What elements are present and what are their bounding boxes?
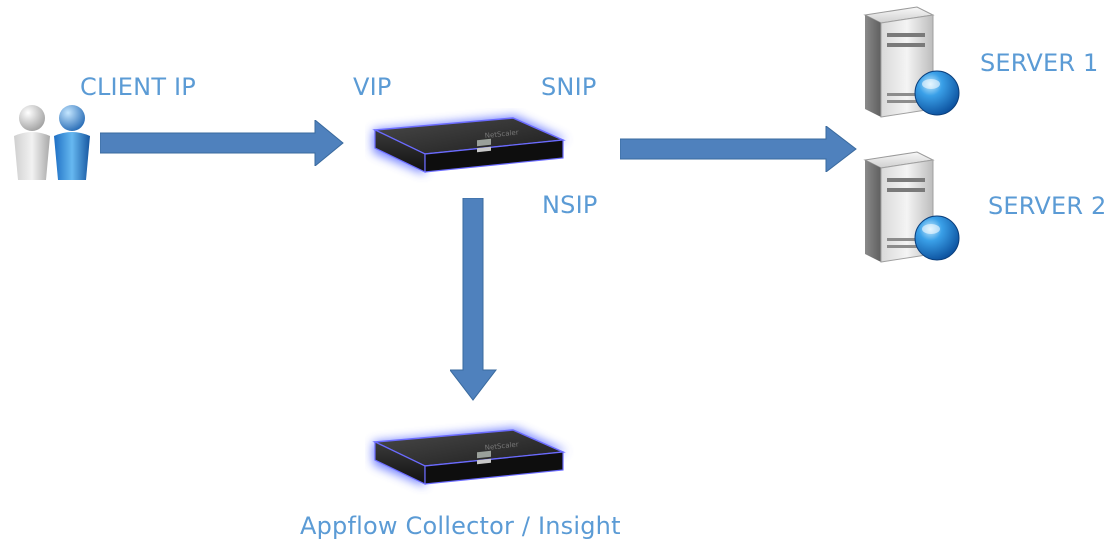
collector-appliance-icon [365,420,575,500]
users-icon [8,100,100,184]
server2-label: SERVER 2 [988,192,1107,220]
arrow-nsip-to-collector [450,198,498,401]
collector-label: Appflow Collector / Insight [300,512,621,540]
vip-label: VIP [353,73,392,101]
arrow-snip-to-servers [620,126,857,172]
nsip-label: NSIP [542,191,598,219]
netscaler-appliance-icon [365,108,575,188]
server2-icon [855,150,965,265]
client-ip-label: CLIENT IP [80,73,196,101]
snip-label: SNIP [541,73,597,101]
server1-label: SERVER 1 [980,49,1099,77]
arrow-client-to-vip [100,120,344,166]
server1-icon [855,5,965,120]
